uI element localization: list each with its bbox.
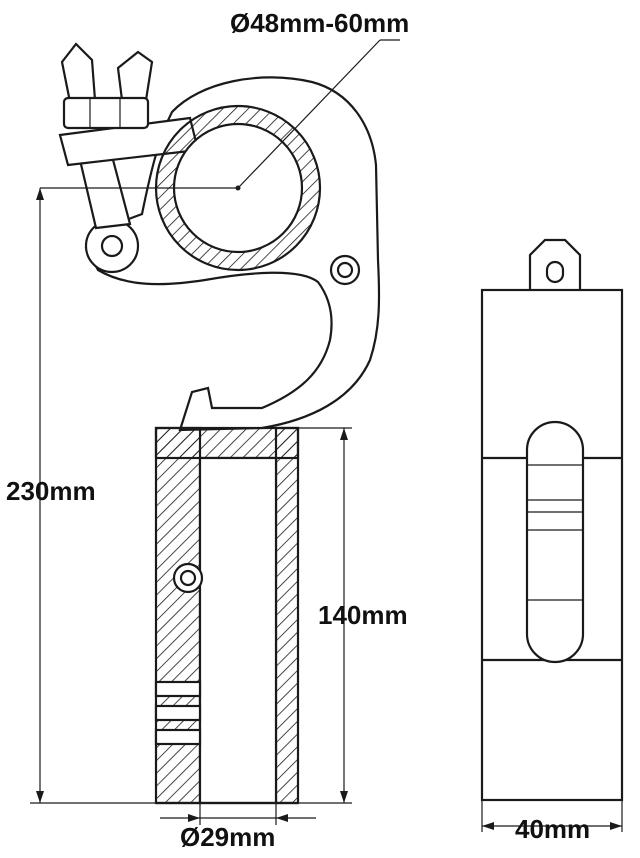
spigot-bore — [198, 456, 278, 805]
dimension-lines — [30, 39, 400, 825]
pivot-pin — [100, 234, 124, 258]
side-lever-slot — [525, 420, 585, 664]
spigot-left-wall — [154, 426, 202, 805]
side-view — [480, 238, 624, 832]
tube-diameter-label: Ø48mm-60mm — [230, 8, 409, 38]
wing-nut — [60, 42, 154, 130]
lever-arm — [78, 154, 132, 230]
spigot-length-label: 140mm — [318, 600, 408, 630]
front-view — [58, 42, 381, 805]
total-height-label: 230mm — [6, 476, 96, 506]
spigot-top — [154, 426, 300, 460]
width-label: 40mm — [515, 814, 590, 844]
spigot-bore-label: Ø29mm — [180, 822, 275, 852]
spigot-grooves — [154, 680, 202, 746]
spigot-right-wall — [274, 426, 300, 805]
